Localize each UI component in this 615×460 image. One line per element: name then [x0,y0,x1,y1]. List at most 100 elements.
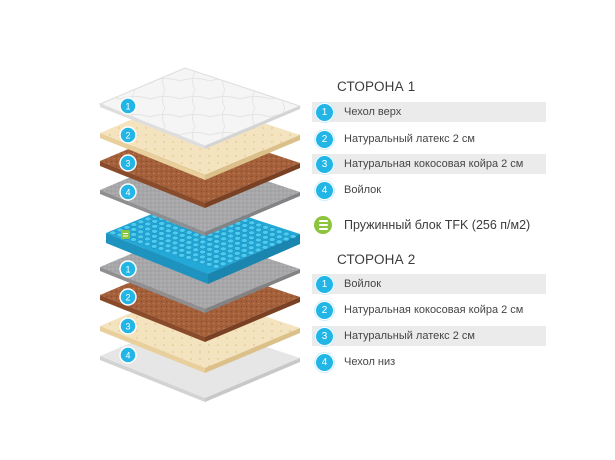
spring-coil [233,255,241,261]
spring-coil [123,225,131,230]
spring-coil [205,261,213,267]
svg-text:3: 3 [125,159,130,169]
spring-coil [185,230,193,235]
side1-item-4: 4 Войлок [312,180,546,200]
spring-coil [240,238,248,243]
spring-coil [219,256,227,262]
spring-coil [227,228,235,234]
spring-coil [233,251,241,256]
spring-coil [220,231,228,237]
spring-coil [219,251,227,257]
side1-item-2: 2 Натуральный латекс 2 см [312,129,546,149]
spring-coil [213,234,221,239]
spring-coil [143,241,151,247]
spring-coil [227,233,235,239]
spring-block-item: Пружинный блок TFK (256 п/м2) [312,216,530,234]
spring-coil [164,238,172,244]
spring-coil [205,256,213,262]
spring-coil [185,240,193,245]
illustration-badge-side2-3: 3 [119,317,137,335]
side2-title: СТОРОНА 2 [337,252,416,267]
spring-coil [158,226,165,231]
spring-coil [158,221,166,226]
spring-coil [150,239,158,244]
spring-coil [226,258,234,264]
spring-coil [192,237,200,243]
spring-coil [234,226,242,231]
spring-coil [150,234,158,239]
side1-item-label: Войлок [344,184,382,196]
spring-coil [198,254,206,260]
spring-coil [275,239,283,245]
spring-coil [213,244,220,249]
spring-coil [254,237,262,243]
spring-coil [255,222,263,228]
spring-coil [157,231,165,236]
spring-coil [261,245,269,250]
spring-coil [198,259,206,265]
spring-coil [130,227,138,232]
spring-coil [192,232,200,238]
spring-coil [130,232,138,237]
spring-coil [212,249,220,254]
spring-coil [151,229,158,234]
spring-coil [226,253,234,259]
spring-coil [164,228,172,234]
spring-coil [171,225,179,231]
spring-coil [171,250,179,256]
illustration-badge-side2-4: 4 [119,346,137,364]
side1-item-label: Натуральный латекс 2 см [344,133,475,145]
spring-coil [109,230,117,236]
spring-coil [282,231,290,237]
svg-text:3: 3 [125,322,130,332]
spring-coil [213,239,221,244]
spring-coil [275,234,283,240]
spring-coil [144,216,152,222]
spring-coil [241,233,248,238]
spring-coil [234,231,242,236]
spring-coil [185,250,193,255]
spring-coil [233,241,241,246]
spring-coil [248,225,256,231]
spring-coil [171,230,179,236]
spring-coil [151,224,159,229]
spring-coil [157,236,165,241]
spring-coil [240,243,248,248]
spring-coil [185,255,192,260]
side1-title: СТОРОНА 1 [337,79,416,94]
spring-coil [144,221,152,227]
number-badge: 4 [315,180,334,200]
spring-coil [192,252,199,258]
spring-coil [248,230,255,236]
spring-coil [248,220,256,226]
spring-coil [254,247,262,253]
number-badge: 2 [315,300,334,320]
spring-coil [157,241,165,246]
side2-item-label: Чехол низ [344,356,396,368]
spring-coil [241,223,249,228]
spring-coil [282,236,290,242]
illustration-badge-side1-3: 3 [119,154,137,172]
spring-coil [185,245,193,250]
spring-coil [178,228,186,233]
spring-coil [247,250,255,256]
spring-coil [219,261,227,267]
side1-item-3: 3 Натуральная кокосовая койра 2 см [312,154,546,174]
spring-coil [199,239,207,245]
spring-coil [143,236,151,242]
side1-item-label: Натуральная кокосовая койра 2 см [344,158,524,170]
spring-coil [240,253,248,258]
svg-text:4: 4 [125,351,130,361]
spring-coil [171,240,179,246]
svg-text:1: 1 [125,102,130,112]
spring-coil [212,254,220,259]
svg-text:2: 2 [125,293,130,303]
spring-coil [261,235,269,240]
illustration-spring-badge [121,230,130,239]
svg-text:2: 2 [125,131,130,141]
spring-coil [136,239,144,245]
spring-coil [164,243,172,249]
side2-item-3: 3 Натуральный латекс 2 см [312,326,546,346]
illustration-badge-side1-4: 4 [119,183,137,201]
